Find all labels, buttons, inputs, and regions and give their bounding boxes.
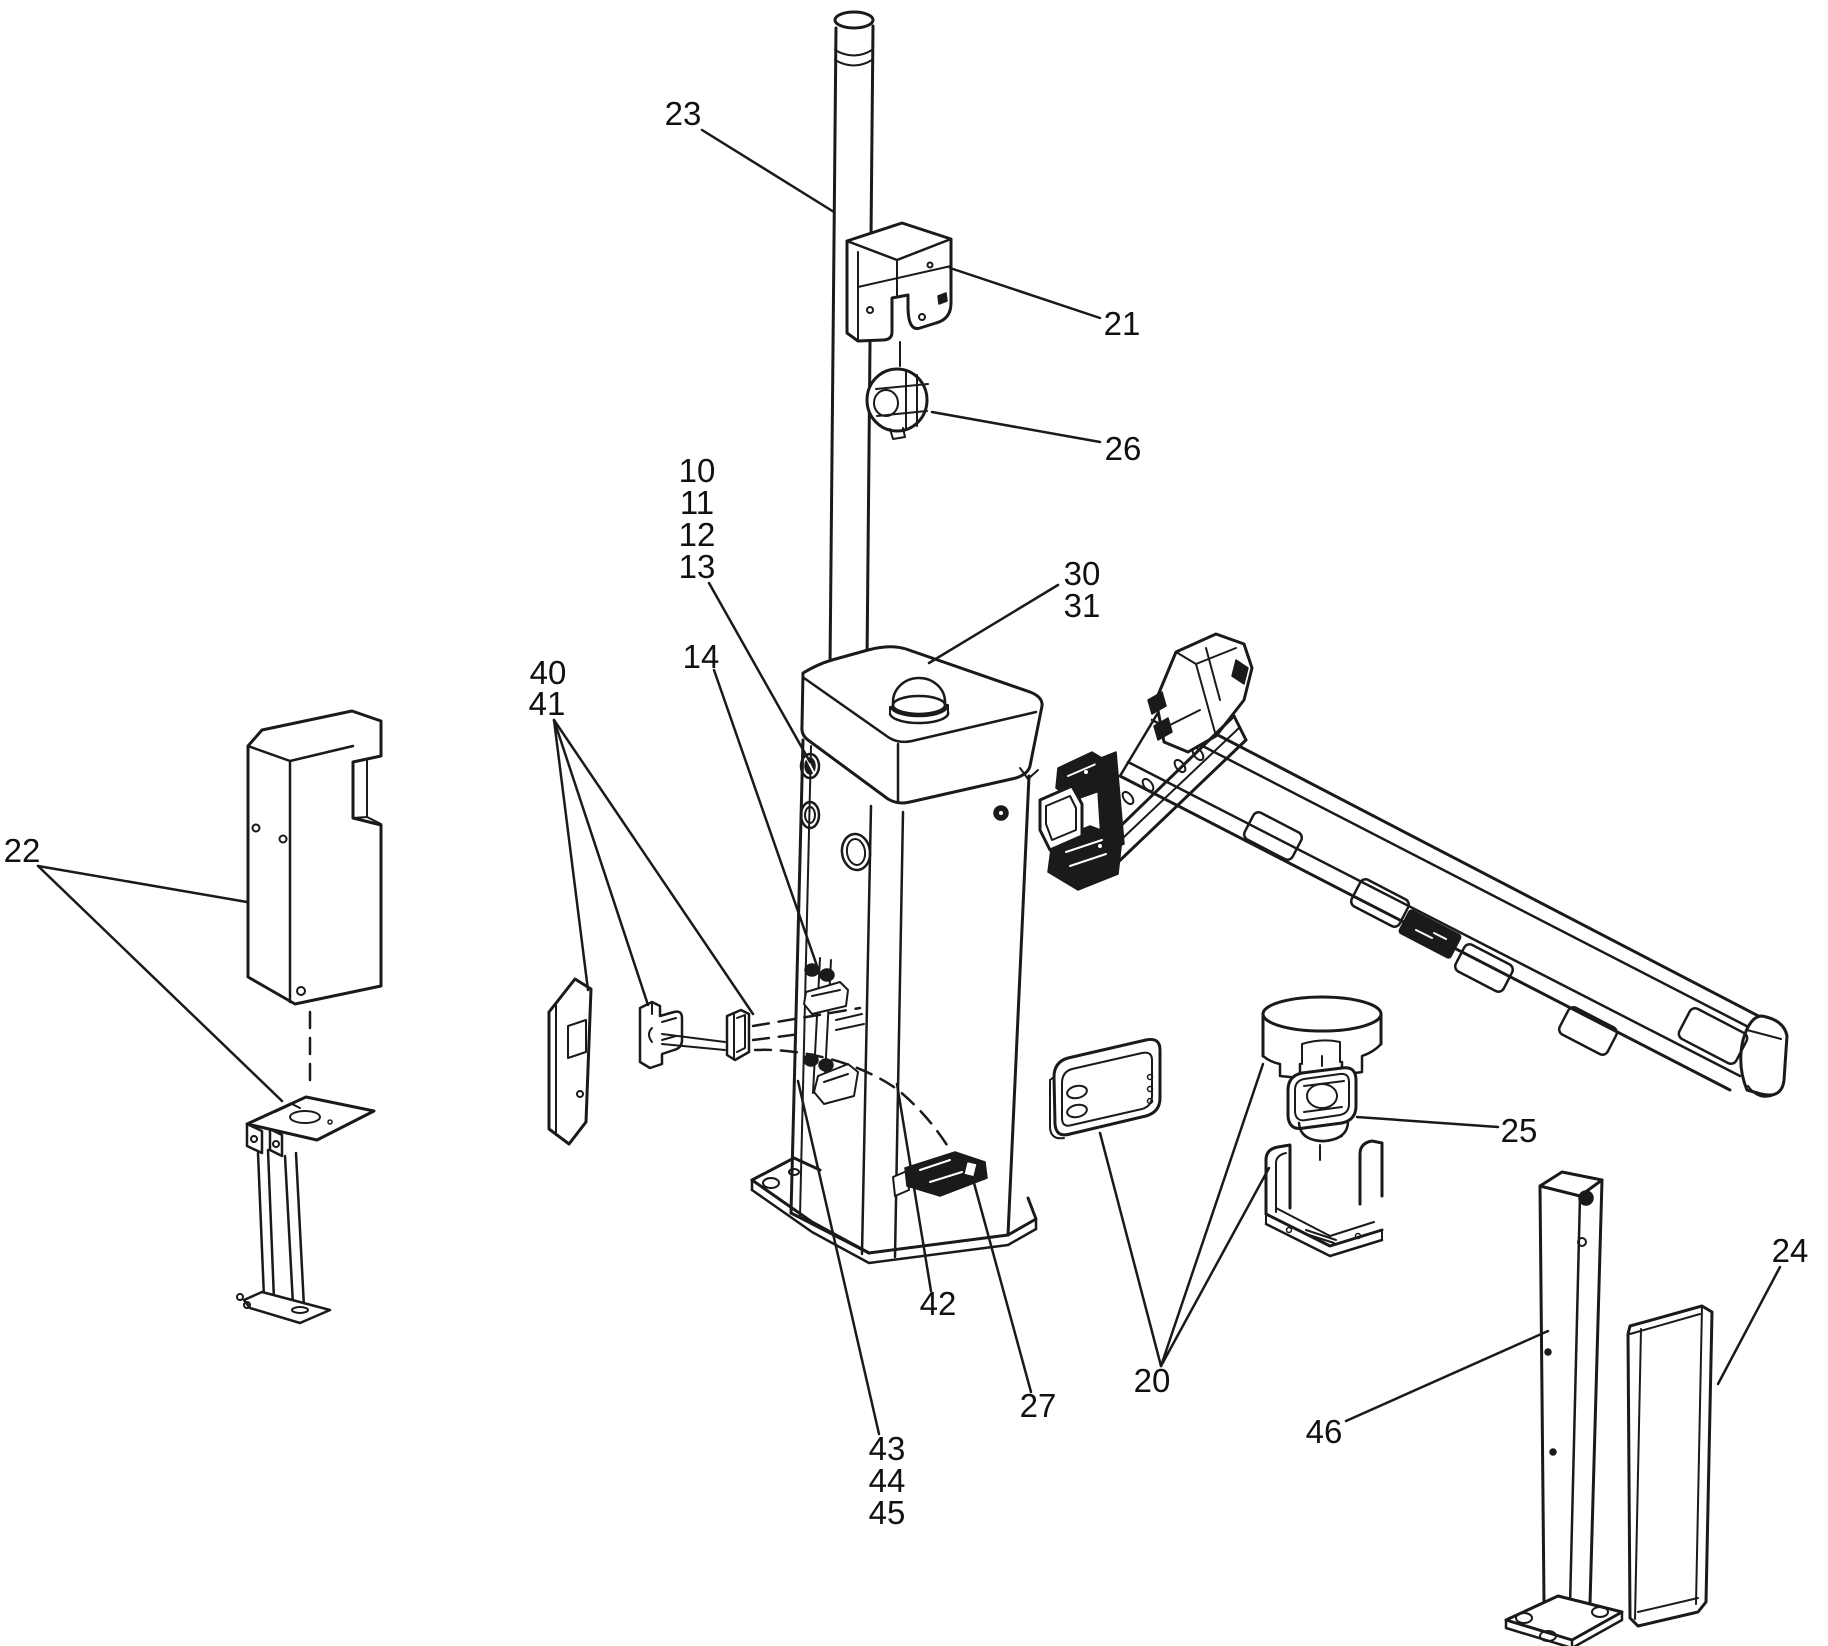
boom-logo-plate xyxy=(1398,909,1462,959)
sensor-u-bracket xyxy=(1264,1139,1384,1258)
leader-lines xyxy=(36,128,1782,1436)
part-label-43: 43 xyxy=(869,1430,906,1467)
part-label-46: 46 xyxy=(1306,1413,1343,1450)
part-label-14: 14 xyxy=(683,638,720,675)
photocell-module xyxy=(1286,1055,1358,1161)
loop-detector-group xyxy=(1049,995,1384,1258)
part-label-10: 10 xyxy=(679,452,716,489)
door-lock-cylinders xyxy=(799,752,821,830)
part-label-24: 24 xyxy=(1772,1232,1809,1269)
pole-bracket xyxy=(845,221,953,367)
part-label-41: 41 xyxy=(529,685,566,722)
part-label-22: 22 xyxy=(4,832,41,869)
part-label-23: 23 xyxy=(665,95,702,132)
part-label-44: 44 xyxy=(869,1462,906,1499)
part-label-42: 42 xyxy=(920,1285,957,1322)
part-label-20: 20 xyxy=(1134,1362,1171,1399)
lock-plate-and-fittings xyxy=(547,977,952,1152)
part-label-26: 26 xyxy=(1105,430,1142,467)
part-label-21: 21 xyxy=(1104,305,1141,342)
mounting-pole xyxy=(828,10,875,670)
part-label-12: 12 xyxy=(679,516,716,553)
door-hinge-strip xyxy=(803,957,865,1105)
pole-clamp xyxy=(865,367,929,440)
barrier-boom-arm xyxy=(1118,704,1789,1098)
barrier-cabinet xyxy=(750,645,1044,1265)
part-label-27: 27 xyxy=(1020,1387,1057,1424)
post-cover-panel xyxy=(1626,1304,1714,1628)
part-label-30: 30 xyxy=(1064,555,1101,592)
part-label-40: 40 xyxy=(530,654,567,691)
boom-reflective-panels xyxy=(1242,811,1749,1066)
sensor-shroud xyxy=(1261,995,1383,1080)
wiring-connector xyxy=(892,1151,988,1197)
assembly-dashed-lines xyxy=(751,1006,952,1152)
part-label-31: 31 xyxy=(1064,587,1101,624)
beacon-dome xyxy=(888,676,950,725)
boom-elbow-bracket xyxy=(1147,632,1254,754)
pedestal-cover-group xyxy=(236,709,383,1325)
part-label-25: 25 xyxy=(1501,1112,1538,1149)
photocell-post xyxy=(1504,1170,1624,1646)
part-labels: 23 21 26 10 11 12 13 14 30 31 40 41 22 4… xyxy=(4,95,1809,1531)
part-label-45: 45 xyxy=(869,1494,906,1531)
cabinet-base-flange xyxy=(750,1156,1038,1265)
part-label-13: 13 xyxy=(679,548,716,585)
pedestal-bracket xyxy=(236,1095,376,1325)
boom-hinge-assembly xyxy=(1038,751,1125,891)
part-label-11: 11 xyxy=(680,484,714,521)
